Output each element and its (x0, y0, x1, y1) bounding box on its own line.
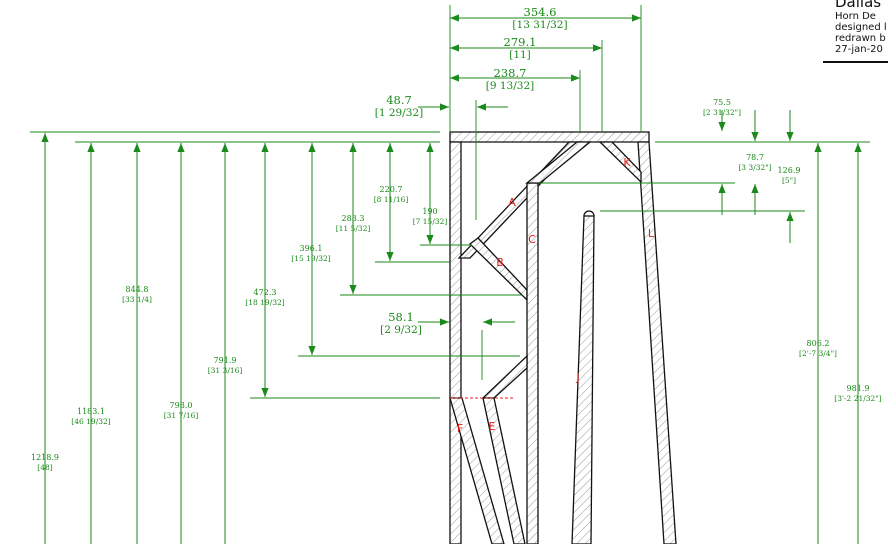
drawing-title: Dallas (835, 0, 882, 11)
title-line-1: Horn De (835, 11, 876, 22)
part-label-c: C (528, 233, 536, 246)
dim-label-791-imperial: [31 3/16] (208, 366, 243, 375)
dim-label-279: 279.1 (504, 35, 537, 49)
panel-l (637, 141, 677, 544)
part-label-f: F (457, 422, 463, 435)
panel-j (571, 215, 595, 544)
part-label-l: L (648, 227, 655, 240)
dim-label-806-imperial: [2'-7 3/4"] (799, 349, 837, 358)
dim-label-806: 806.2 (807, 339, 830, 348)
dim-label-1183-imperial: [46 19/32] (71, 417, 110, 426)
dim-label-354-imperial: [13 31/32] (512, 19, 567, 31)
dim-label-238-imperial: [9 13/32] (486, 80, 534, 92)
dim-label-981-imperial: [3'-2 21/32"] (834, 394, 882, 403)
dim-label-279-imperial: [11] (509, 49, 531, 61)
dim-label-190: 190 (422, 207, 437, 216)
panel-b (469, 237, 528, 302)
dim-label-220: 220.7 (380, 185, 403, 194)
dim-label-354: 354.6 (524, 5, 557, 19)
dim-label-1183: 1183.1 (77, 407, 105, 416)
title-block: Dallas Horn De designed l redrawn b 27-j… (835, 0, 888, 55)
part-label-e: E (489, 420, 496, 433)
title-line-2: designed l (835, 22, 887, 33)
dim-label-48: 48.7 (386, 93, 412, 107)
dim-label-472-imperial: [18 19/32] (245, 298, 284, 307)
dim-label-48-imperial: [1 29/32] (375, 107, 423, 119)
extension-lines (30, 5, 870, 399)
part-labels: A B C E F J K L (457, 156, 655, 435)
dim-label-791: 791.9 (214, 356, 237, 365)
dim-label-75: 75.5 (713, 98, 731, 107)
panel-left-wall (449, 141, 462, 544)
title-line-3: redrawn b (835, 33, 886, 44)
dim-label-981: 981.9 (847, 384, 870, 393)
dim-label-220-imperial: [8 11/16] (374, 195, 409, 204)
part-label-a: A (508, 196, 516, 209)
part-label-j: J (575, 371, 579, 384)
dim-label-58-imperial: [2 9/32] (380, 324, 422, 336)
dim-label-798: 798.0 (170, 401, 193, 410)
title-line-4: 27-jan-20 (835, 44, 883, 55)
dim-label-1218: 1218.9 (31, 453, 59, 462)
dim-label-283-imperial: [11 5/32] (336, 224, 371, 233)
dim-label-396-imperial: [15 19/32] (291, 254, 330, 263)
panel-j-top-round (583, 210, 595, 217)
panel-c-cap (525, 141, 592, 184)
dim-label-396: 396.1 (300, 244, 323, 253)
dimension-labels: 354.6 [13 31/32] 279.1 [11] 238.7 [9 13/… (31, 5, 882, 472)
dim-label-798-imperial: [31 7/16] (164, 411, 199, 420)
dim-label-78-imperial: [3 3/32"] (738, 163, 771, 172)
panel-top (449, 131, 650, 143)
dim-label-283: 283.3 (342, 214, 365, 223)
dim-label-844-imperial: [33 1/4] (122, 295, 152, 304)
dim-label-472: 472.3 (254, 288, 277, 297)
part-label-b: B (496, 256, 504, 269)
dim-label-126: 126.9 (778, 166, 801, 175)
dim-label-126-imperial: [5"] (782, 176, 796, 185)
dim-label-190-imperial: [7 15/32] (413, 217, 448, 226)
dim-label-1218-imperial: [48] (37, 463, 52, 472)
dim-label-75-imperial: [2 31/32"] (703, 108, 741, 117)
dim-label-78: 78.7 (746, 153, 764, 162)
dimension-lines (41, 14, 862, 544)
panel-lower-diagonal (481, 354, 528, 399)
dim-label-58: 58.1 (388, 310, 414, 324)
cabinet-panels (449, 131, 677, 544)
panel-k (598, 141, 642, 184)
dim-label-238: 238.7 (494, 66, 527, 80)
title-underline (823, 61, 888, 63)
part-label-k: K (623, 156, 631, 169)
dim-label-844: 844.8 (126, 285, 149, 294)
